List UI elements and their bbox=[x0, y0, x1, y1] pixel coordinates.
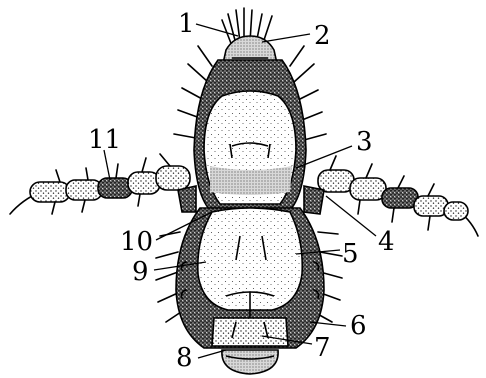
anal-segment bbox=[222, 350, 278, 374]
leader-2 bbox=[262, 34, 310, 42]
callout-label-5: 5 bbox=[342, 239, 359, 269]
callout-label-7: 7 bbox=[314, 333, 331, 363]
callout-label-2: 2 bbox=[314, 21, 331, 51]
mite-body bbox=[176, 36, 324, 374]
right-leg-segment bbox=[318, 170, 354, 192]
left-leg-segment bbox=[66, 180, 102, 200]
left-leg-segment bbox=[128, 172, 160, 194]
callout-label-9: 9 bbox=[132, 257, 149, 287]
right-coxal-plate bbox=[304, 186, 324, 214]
right-leg bbox=[318, 156, 478, 236]
left-coxal-plate bbox=[178, 186, 196, 212]
callout-label-8: 8 bbox=[176, 343, 193, 373]
right-leg-segment bbox=[382, 188, 418, 208]
left-leg-segment bbox=[156, 166, 190, 190]
right-leg-segment bbox=[444, 202, 468, 220]
left-leg-segment bbox=[98, 178, 132, 198]
callout-label-6: 6 bbox=[350, 311, 367, 341]
callout-label-3: 3 bbox=[356, 127, 373, 157]
leader-4 bbox=[326, 196, 376, 236]
left-leg-segment bbox=[30, 182, 70, 202]
callout-label-1: 1 bbox=[178, 9, 195, 39]
posterior-plate bbox=[212, 318, 288, 346]
transverse-band bbox=[210, 166, 292, 195]
callout-label-4: 4 bbox=[378, 227, 395, 257]
right-leg-segment bbox=[414, 196, 448, 216]
callout-label-10: 10 bbox=[120, 227, 153, 257]
callout-label-11: 11 bbox=[88, 125, 121, 155]
left-leg bbox=[10, 154, 190, 214]
right-leg-segment bbox=[350, 178, 386, 200]
